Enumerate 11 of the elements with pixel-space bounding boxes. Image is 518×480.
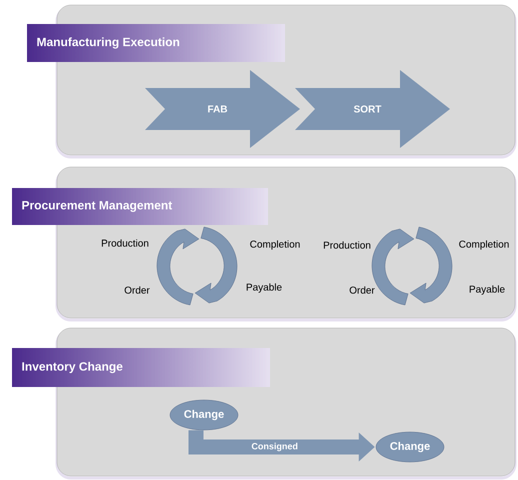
process-step: FAB [145, 70, 300, 148]
cycle-label: Completion [250, 240, 300, 250]
process-step: SORT [295, 70, 450, 148]
cycle-label: Payable [246, 283, 282, 293]
cycle-label: Completion [459, 240, 509, 250]
cycle-label: Production [102, 239, 148, 247]
cycle-label: Payable [470, 285, 505, 295]
cycle-label: Order [350, 286, 375, 294]
cycle-label: Order [124, 286, 150, 294]
edge-label: Consigned [252, 442, 298, 452]
cycle-label: Production [324, 241, 370, 249]
